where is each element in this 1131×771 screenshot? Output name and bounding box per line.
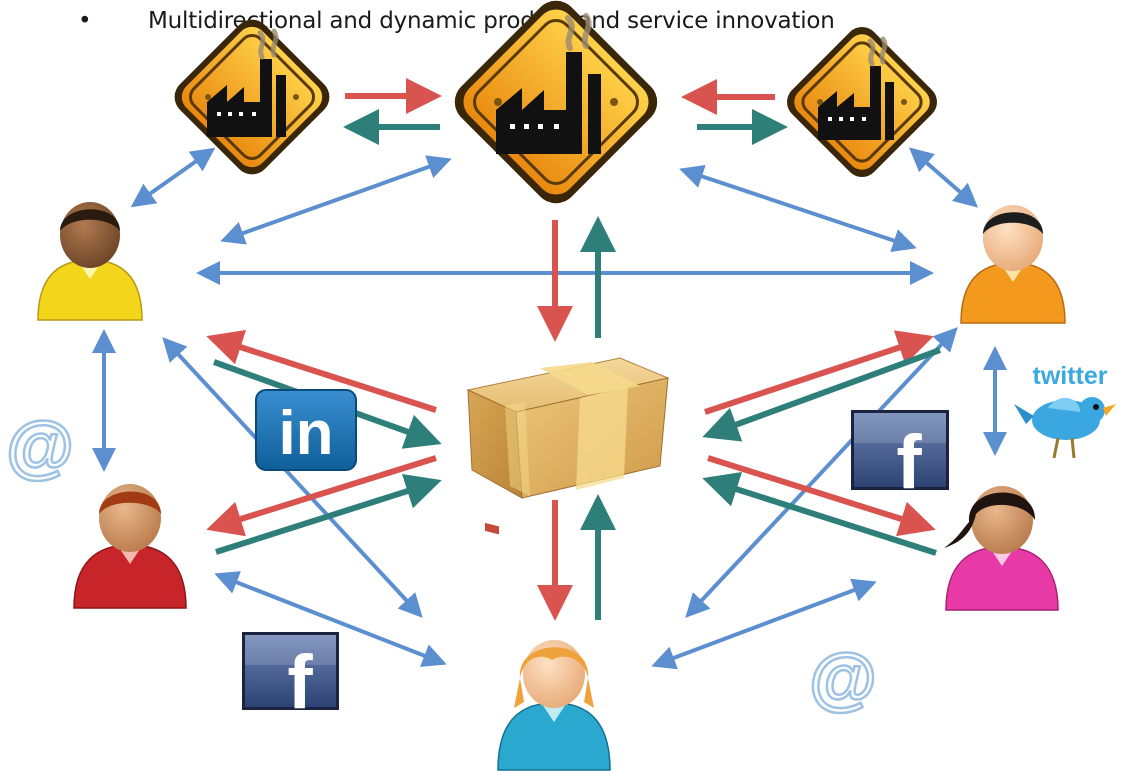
- person-yellow-icon: [37, 202, 143, 321]
- twitter-icon: twitter: [1014, 362, 1116, 459]
- arrow-blue: [685, 327, 958, 618]
- arrow-blue: [908, 147, 979, 208]
- at-sign-icon: @: [6, 407, 74, 485]
- arrow-blue: [130, 147, 216, 208]
- arrow-blue: [651, 578, 877, 670]
- facebook-logo-text: f: [896, 420, 922, 505]
- arrow-teal: [702, 347, 942, 442]
- arrow-blue: [220, 155, 452, 245]
- arrow-red: [206, 330, 437, 413]
- arrow-red: [707, 455, 936, 537]
- linkedin-logo-text: in: [278, 399, 333, 468]
- person-red-icon: [73, 484, 187, 609]
- facebook-logo-text: f: [287, 640, 313, 725]
- facebook-icon: f: [851, 410, 949, 505]
- factory-icon: [787, 27, 937, 177]
- arrow-teal: [702, 472, 937, 556]
- arrow-blue: [162, 337, 423, 618]
- linkedin-icon: in: [255, 389, 357, 471]
- factory-icon: [174, 19, 330, 175]
- person-orange-icon: [960, 205, 1066, 324]
- facebook-icon: f: [242, 632, 339, 725]
- factory-icon: [454, 0, 658, 204]
- arrow-teal: [215, 473, 442, 555]
- package-box-icon: [466, 357, 670, 535]
- arrow-red: [206, 455, 437, 537]
- arrow-blue: [679, 164, 917, 253]
- product-arrows: [206, 216, 942, 621]
- twitter-logo-text: twitter: [1033, 362, 1108, 390]
- bullet-marker: •: [78, 8, 92, 34]
- factory-arrows: [343, 78, 788, 145]
- arrow-blue: [214, 571, 447, 667]
- person-blue-icon: [497, 640, 611, 771]
- at-sign-icon: @: [809, 639, 877, 717]
- arrow-red: [704, 330, 934, 415]
- blue-arrows: [92, 147, 1007, 670]
- person-pink-icon: [944, 486, 1059, 611]
